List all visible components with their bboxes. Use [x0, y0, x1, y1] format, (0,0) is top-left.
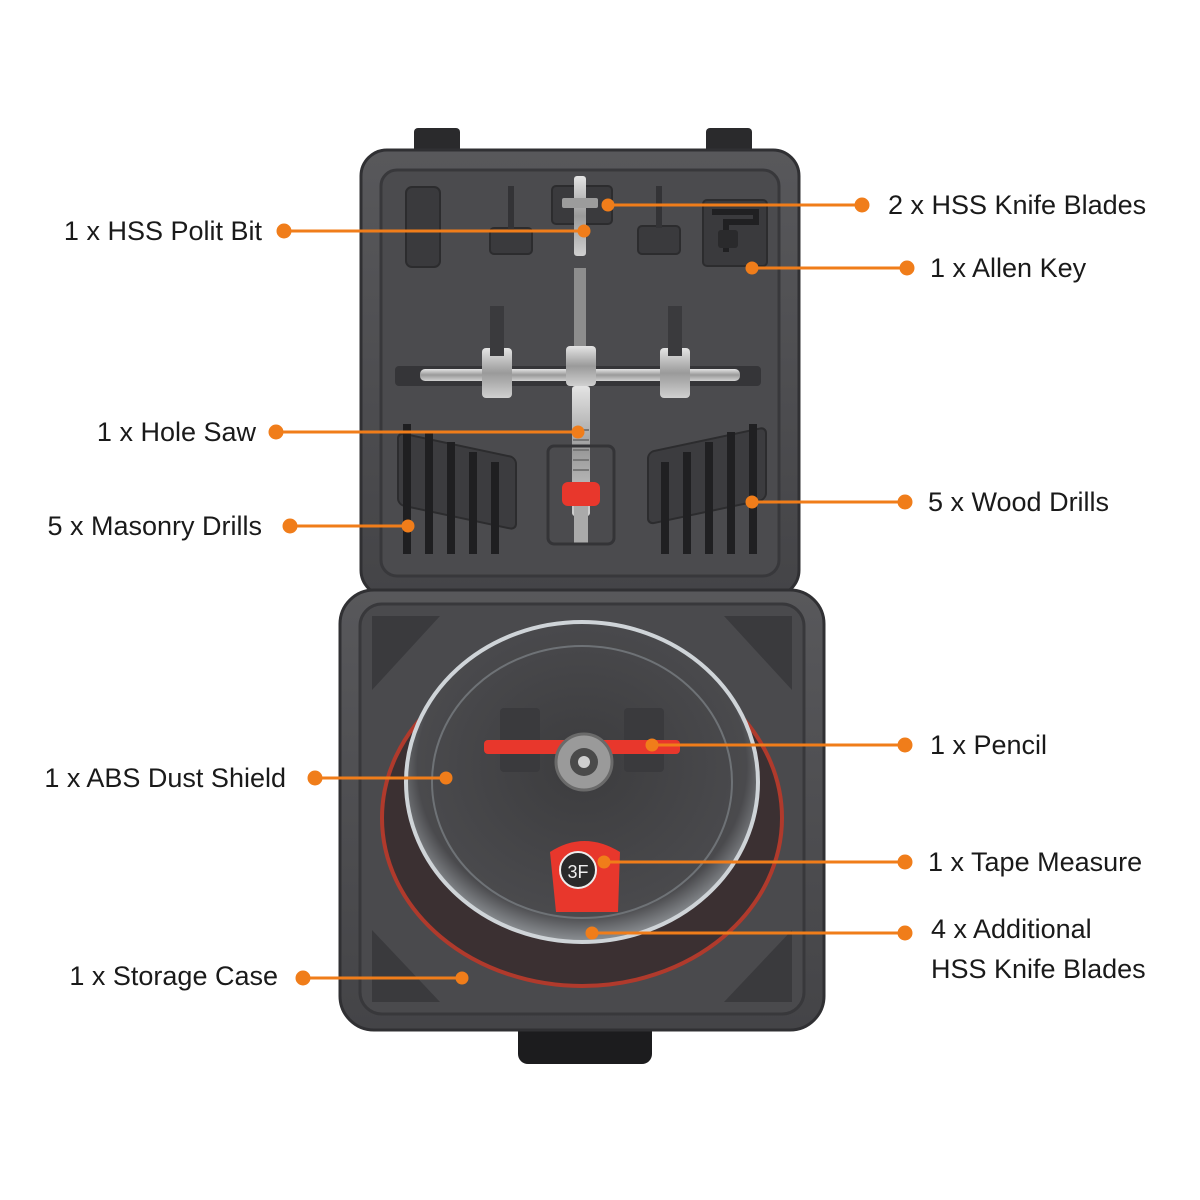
- label-additional-blades-line2: HSS Knife Blades: [931, 954, 1146, 984]
- tape-badge: 3F: [567, 862, 588, 882]
- label-knife-blades: 2 x HSS Knife Blades: [888, 190, 1147, 220]
- label-additional-blades-line1: 4 x Additional: [931, 914, 1092, 944]
- masonry-drills: [397, 424, 517, 554]
- label-pilot-bit: 1 x HSS Polit Bit: [63, 216, 262, 246]
- tape-measure: 3F: [550, 841, 620, 912]
- lid-top-tools: [405, 176, 768, 268]
- pencil: [484, 732, 680, 792]
- label-storage-case: 1 x Storage Case: [69, 961, 278, 991]
- label-masonry-drills: 5 x Masonry Drills: [47, 511, 262, 541]
- callout-lines: [268, 197, 915, 986]
- label-pencil: 1 x Pencil: [930, 730, 1048, 760]
- wood-drills: [647, 424, 767, 554]
- hole-saw: [395, 268, 761, 546]
- label-allen-key: 1 x Allen Key: [930, 253, 1087, 283]
- label-dust-shield: 1 x ABS Dust Shield: [44, 763, 286, 793]
- label-tape-measure: 1 x Tape Measure: [928, 847, 1143, 877]
- label-wood-drills: 5 x Wood Drills: [928, 487, 1110, 517]
- label-hole-saw: 1 x Hole Saw: [96, 417, 256, 447]
